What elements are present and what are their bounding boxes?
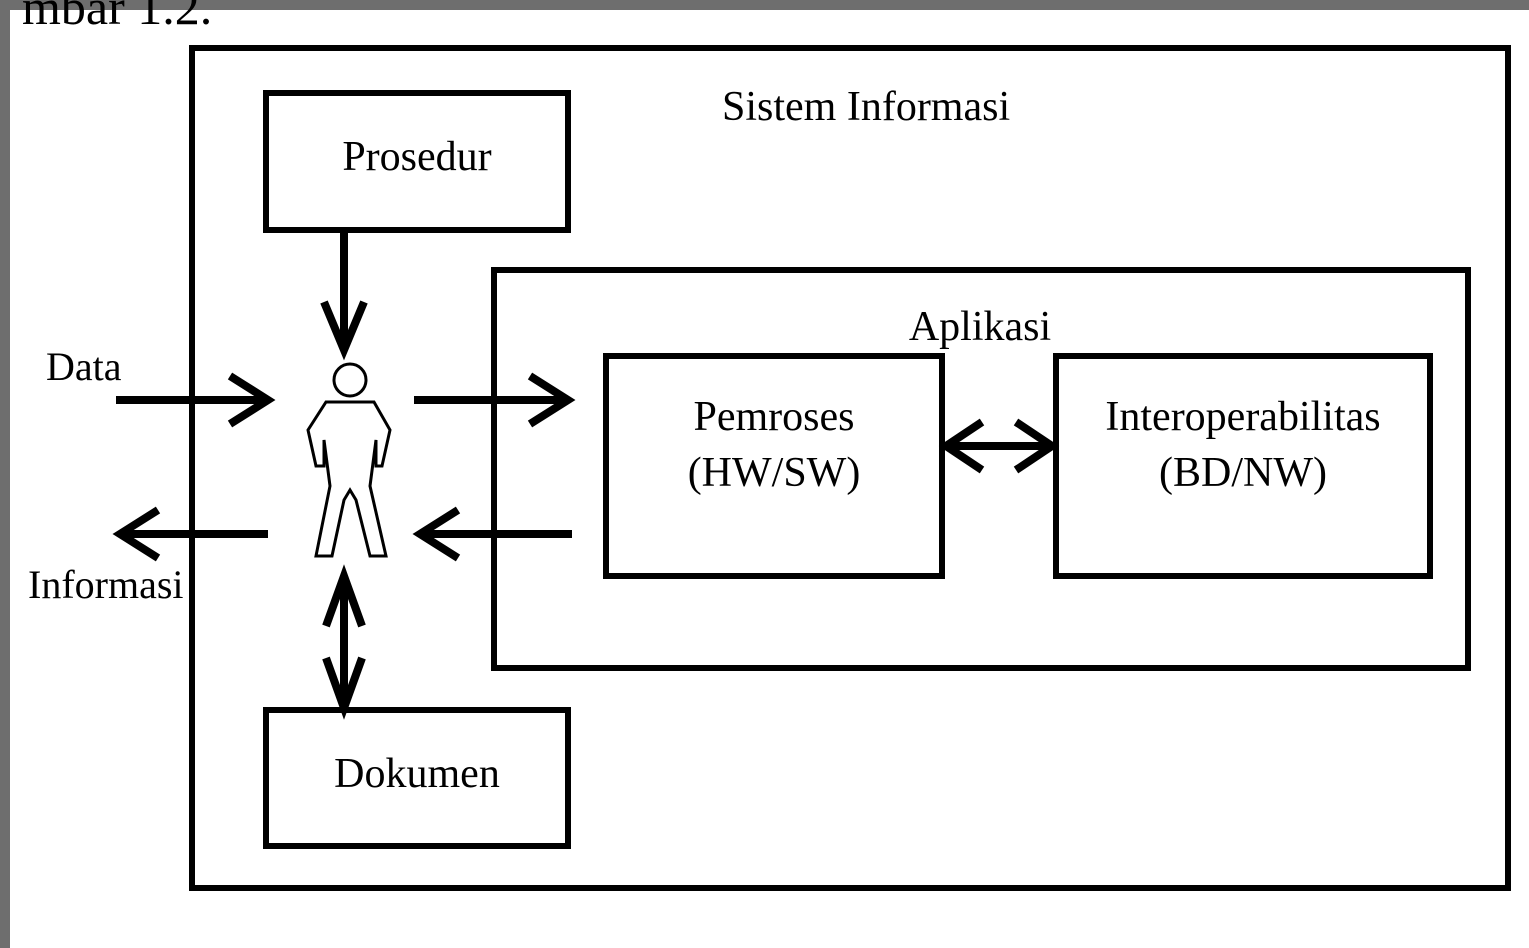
pemroses-label: Pemroses <box>694 394 855 440</box>
sistem-informasi-box <box>189 45 1511 891</box>
pemroses-sublabel: (HW/SW) <box>688 450 861 496</box>
prosedur-label: Prosedur <box>342 134 491 180</box>
informasi-label: Informasi <box>28 562 184 607</box>
system-diagram: mbar 1.2. Sistem Informasi Prosedur Apli… <box>22 0 1511 891</box>
dokumen-label: Dokumen <box>334 751 500 797</box>
interoperabilitas-label: Interoperabilitas <box>1105 394 1380 440</box>
arrow-data-in-head <box>227 372 276 428</box>
arrow-pemroses-interop-left-head <box>938 418 985 474</box>
caption-fragment: mbar 1.2. <box>22 0 212 35</box>
arrow-aplikasi-to-user-head <box>412 506 461 562</box>
arrow-prosedur-head <box>320 300 368 361</box>
interoperabilitas-box <box>1053 353 1433 579</box>
sistem-informasi-title: Sistem Informasi <box>722 84 1010 130</box>
arrow-user-to-aplikasi-head <box>527 372 576 428</box>
aplikasi-label: Aplikasi <box>909 304 1051 350</box>
interoperabilitas-sublabel: (BD/NW) <box>1159 450 1327 496</box>
pemroses-box <box>603 353 945 579</box>
arrow-pemroses-interop-right-head <box>1013 418 1060 474</box>
diagram-canvas: mbar 1.2. Sistem Informasi Prosedur Apli… <box>10 0 1529 948</box>
arrow-user-dokumen-down-head <box>322 656 366 720</box>
arrow-informasi-out-head <box>112 506 161 562</box>
aplikasi-box <box>491 267 1471 671</box>
dokumen-box <box>263 707 571 849</box>
arrow-user-dokumen-up-head <box>322 564 366 628</box>
prosedur-box <box>263 90 571 233</box>
person-icon <box>306 362 392 558</box>
data-label: Data <box>46 344 122 389</box>
